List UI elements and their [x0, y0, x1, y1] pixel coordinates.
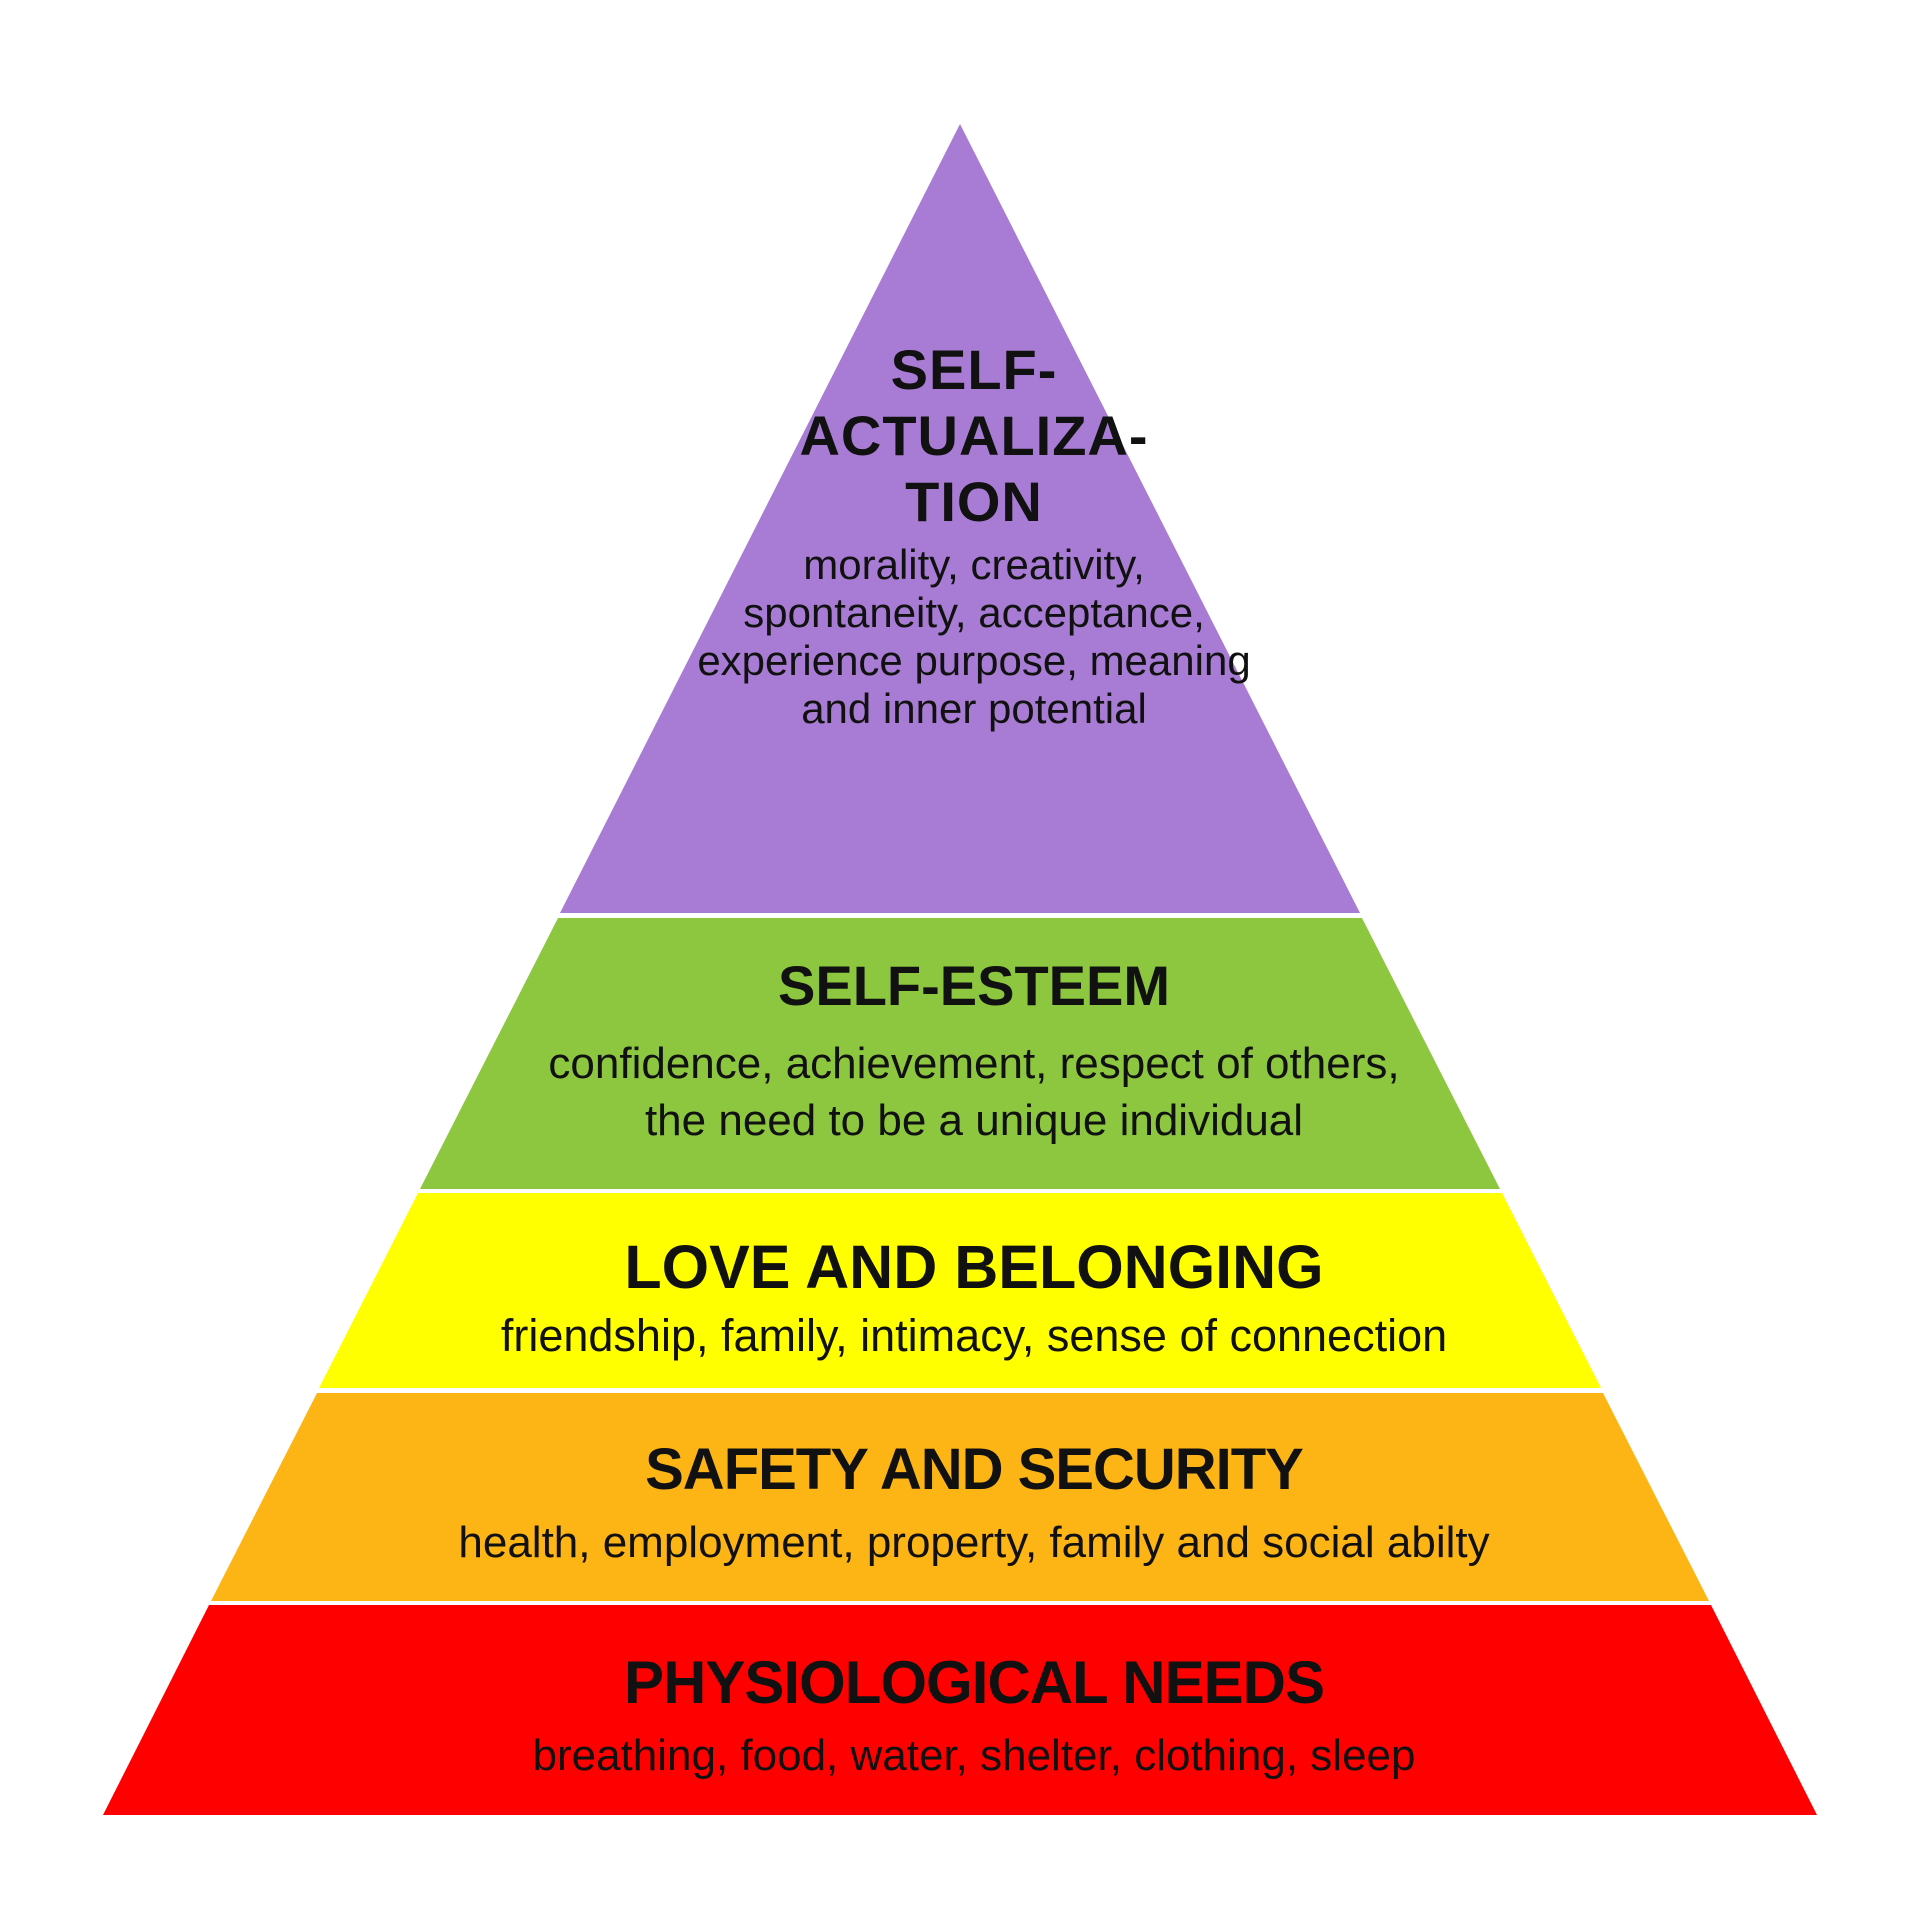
description-line: morality, creativity, — [803, 541, 1145, 588]
heading-line: SELF-ESTEEM — [777, 954, 1171, 1017]
level-physiological-needs-description: breathing, food, water, shelter, clothin… — [14, 1731, 1920, 1781]
description-line: spontaneity, acceptance, — [743, 589, 1205, 636]
level-love-and-belonging-shape — [319, 1193, 1601, 1388]
level-self-actualization-heading: SELF- ACTUALIZA- TION — [14, 337, 1920, 535]
level-self-esteem-shape — [420, 918, 1500, 1189]
level-physiological-needs-heading: PHYSIOLOGICAL NEEDS — [14, 1648, 1920, 1718]
heading-line: LOVE AND BELONGING — [624, 1233, 1324, 1301]
heading-line: TION — [905, 470, 1043, 533]
level-safety-and-security-heading: SAFETY AND SECURITY — [14, 1435, 1920, 1505]
description-line: friendship, family, intimacy, sense of c… — [500, 1310, 1448, 1361]
level-safety-and-security-shape — [211, 1393, 1709, 1601]
heading-line: ACTUALIZA- — [799, 404, 1149, 467]
description-line: the need to be a unique individual — [644, 1096, 1304, 1145]
description-line: health, employment, property, family and… — [458, 1518, 1490, 1567]
heading-line: SELF- — [890, 338, 1058, 401]
level-physiological-needs-shape — [103, 1605, 1817, 1815]
description-line: and inner potential — [801, 685, 1147, 732]
level-safety-and-security-description: health, employment, property, family and… — [14, 1518, 1920, 1568]
heading-line: SAFETY AND SECURITY — [645, 1437, 1304, 1502]
description-line: confidence, achievement, respect of othe… — [548, 1039, 1400, 1088]
description-line: experience purpose, meaning — [697, 637, 1251, 684]
level-self-esteem-heading: SELF-ESTEEM — [14, 953, 1920, 1019]
level-self-esteem-description: confidence, achievement, respect of othe… — [14, 1035, 1920, 1149]
heading-line: PHYSIOLOGICAL NEEDS — [623, 1649, 1325, 1716]
level-love-and-belonging-description: friendship, family, intimacy, sense of c… — [14, 1311, 1920, 1361]
description-line: breathing, food, water, shelter, clothin… — [532, 1731, 1416, 1780]
level-love-and-belonging-heading: LOVE AND BELONGING — [14, 1230, 1920, 1304]
level-self-actualization-description: morality, creativity, spontaneity, accep… — [14, 541, 1920, 733]
